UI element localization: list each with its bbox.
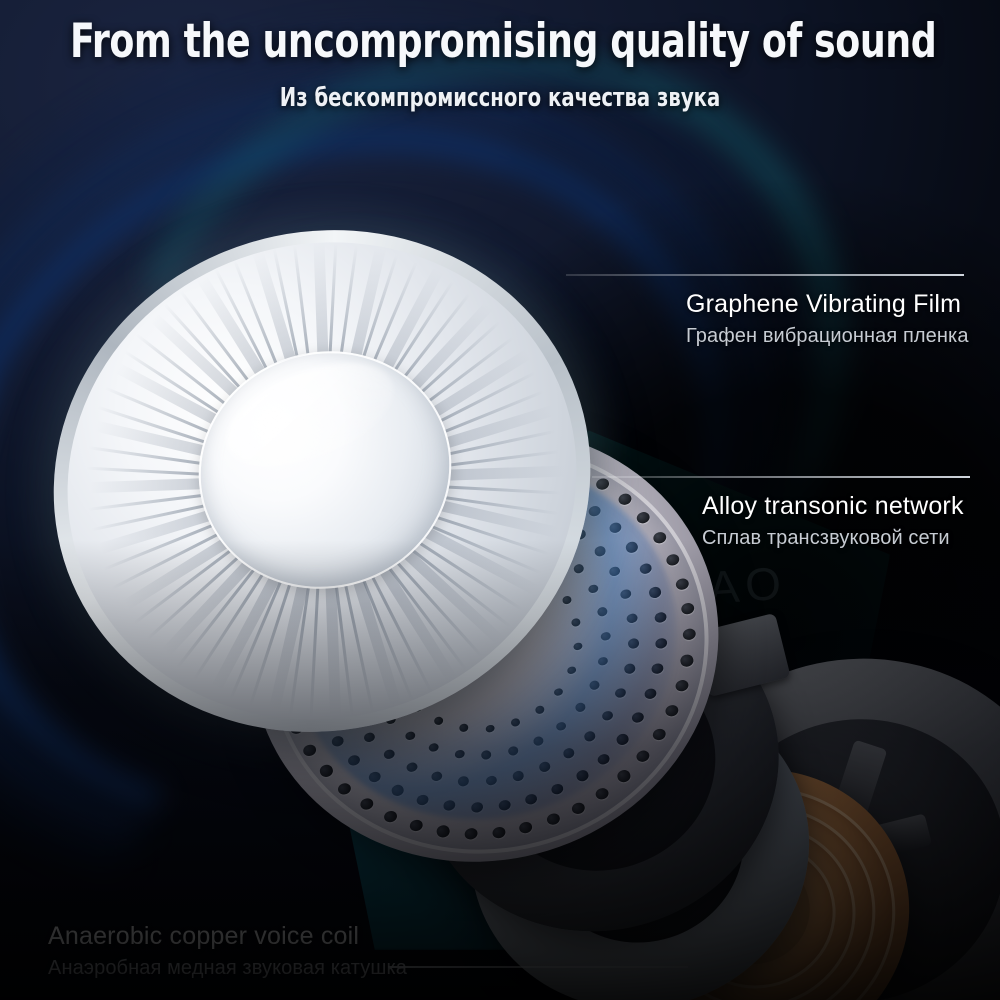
page-title: From the uncompromising quality of sound xyxy=(70,14,937,69)
background-bottom-fade xyxy=(0,540,1000,1000)
callout-label-en: Alloy transonic network xyxy=(702,492,964,520)
callout-graphene-vibrating-film: Graphene Vibrating Film Графен вибрацион… xyxy=(566,274,969,348)
leader-line xyxy=(592,476,970,478)
callout-label-ru: Графен вибрационная пленка xyxy=(686,325,969,347)
page-subtitle: Из бескомпромиссного качества звука xyxy=(279,83,721,113)
leader-line xyxy=(566,274,964,276)
callout-label-en: Graphene Vibrating Film xyxy=(686,290,962,318)
